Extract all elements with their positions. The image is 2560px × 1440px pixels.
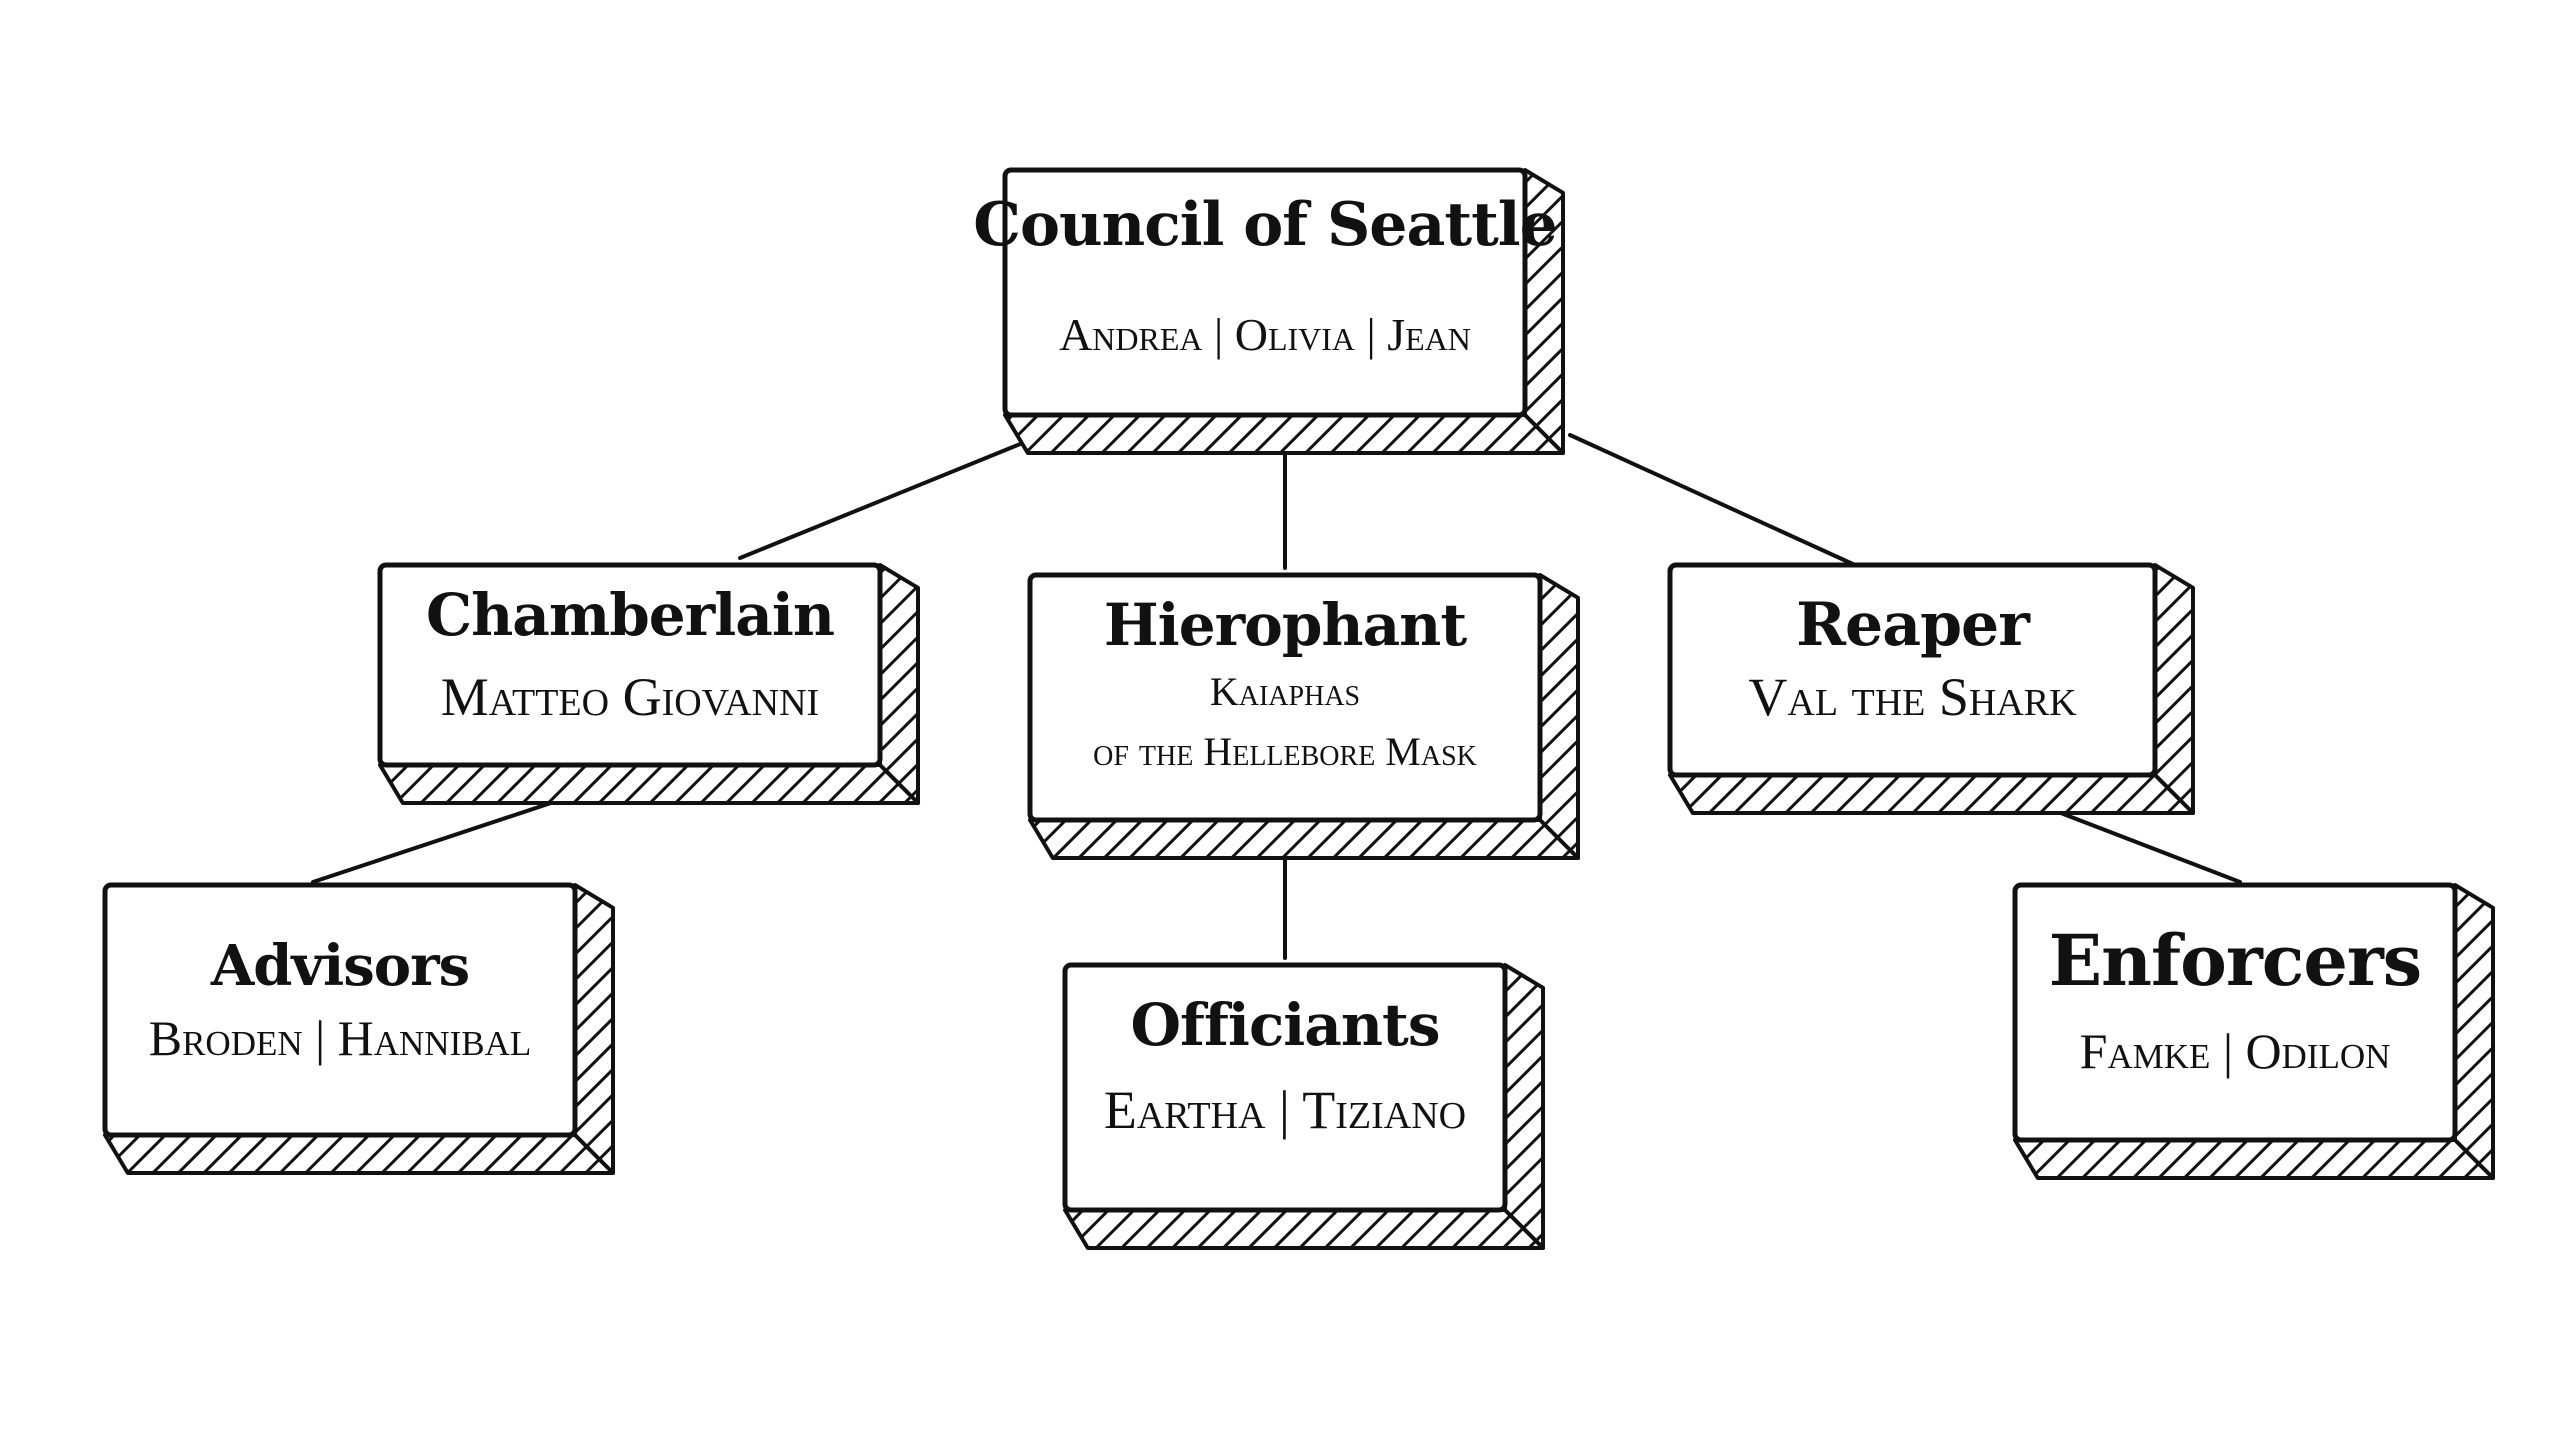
node-bottom-face [1063, 1208, 1545, 1250]
node-title: Advisors [210, 933, 469, 999]
node-bottom-face [2013, 1138, 2495, 1180]
node-side-face [2153, 563, 2195, 815]
node-title: Officiants [1131, 991, 1440, 1059]
node-bottom-face [1668, 773, 2195, 815]
node-members: Broden | Hannibal [149, 1010, 532, 1066]
node-bottom-face [1003, 413, 1565, 455]
connector-reaper-to-enforcers [2038, 803, 2242, 884]
node-side-face [1538, 573, 1580, 860]
node-front-face [102, 882, 578, 1138]
node-title: Hierophant [1104, 591, 1467, 659]
node-members: Val the Shark [1748, 667, 2077, 727]
node-side-face [573, 883, 615, 1175]
node-members: Andrea | Olivia | Jean [1059, 309, 1471, 360]
node-front-face [1062, 962, 1508, 1213]
node-members: of the Hellebore Mask [1093, 729, 1477, 774]
node-side-face [878, 563, 920, 805]
connector-council-to-chamberlain [738, 436, 1037, 560]
connector-lines [311, 433, 2242, 960]
node-title: Council of Seattle [973, 190, 1557, 260]
node-front-face [2012, 882, 2458, 1143]
node-title: Enforcers [2049, 919, 2421, 1002]
node-front-face [1667, 562, 2158, 778]
node-bottom-face [378, 763, 920, 805]
node-members: Famke | Odilon [2080, 1023, 2391, 1079]
node-side-face [2453, 883, 2495, 1180]
node-title: Reaper [1796, 590, 2031, 660]
connector-chamberlain-to-advisors [311, 793, 577, 884]
node-front-face [377, 562, 883, 768]
node-title: Chamberlain [426, 581, 834, 649]
node-front-face [1002, 167, 1528, 418]
node-members: Eartha | Tiziano [1104, 1080, 1466, 1140]
connector-council-to-reaper [1568, 433, 1857, 567]
node-side-face [1503, 963, 1545, 1250]
node-front-face [1027, 572, 1543, 823]
node-members: Kaiaphas [1210, 669, 1360, 714]
node-members: Matteo Giovanni [441, 667, 819, 727]
node-bottom-face [103, 1133, 615, 1175]
node-bottom-face [1028, 818, 1580, 860]
